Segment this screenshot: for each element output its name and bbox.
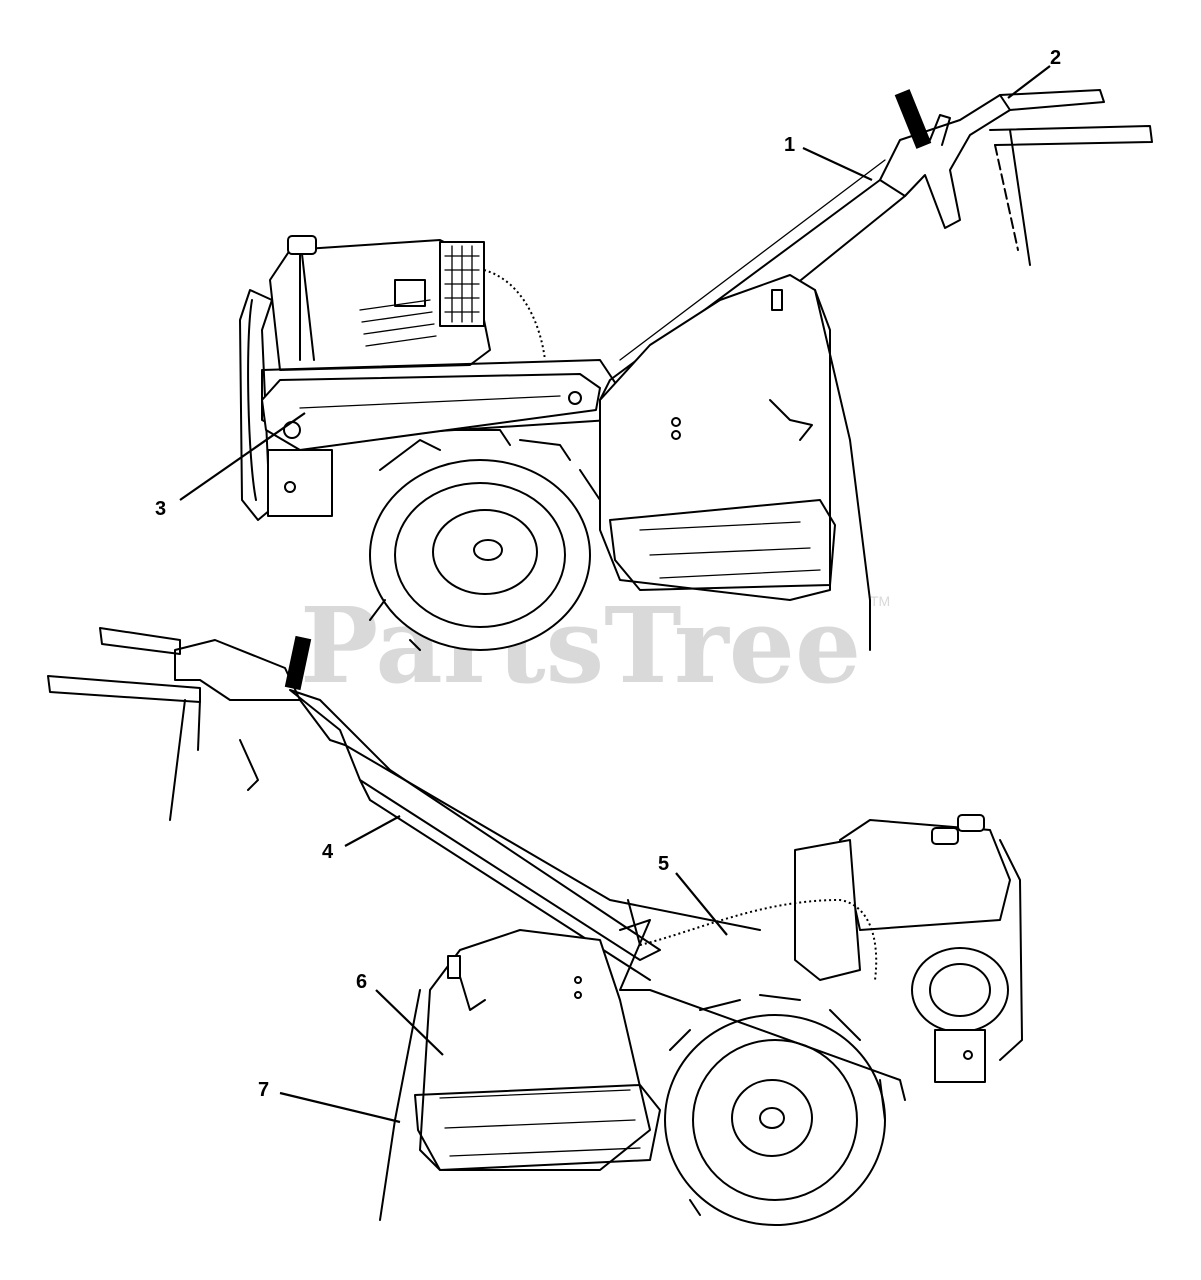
tiller-bottom-view [47,627,1023,1226]
leader-line-3 [179,412,306,501]
carburetor-icon [394,279,426,307]
handle-assembly-bottom [47,627,761,981]
frame-bracket-icon [267,449,333,517]
leader-line-5 [675,872,728,936]
watermark-trademark: TM [870,593,890,609]
fuel-cap-icon [287,235,317,255]
leader-line-6 [375,989,444,1056]
leader-line-4 [344,815,401,847]
leader-line-2 [1007,65,1051,99]
engine-bottom [639,814,1023,1083]
tine-shield-top [599,274,871,651]
callout-label-2: 2 [1050,47,1061,69]
engine-top [269,235,546,371]
leader-line-1 [802,147,873,181]
belt-cover-top [261,373,601,451]
callouts: 1 2 3 4 5 6 7 [155,47,1061,1124]
frame-top [239,289,621,521]
engine-shroud [794,839,861,981]
frame-bracket-icon [934,1029,986,1083]
fuel-cap-icon [931,827,959,845]
callout-label-3: 3 [155,498,166,520]
throttle-grip-icon [284,635,312,691]
tiller-top-view [239,89,1153,651]
leader-line-7 [279,1091,401,1124]
callout-label-7: 7 [258,1079,269,1101]
tine-shield-bottom [379,899,906,1221]
throttle-grip-icon [894,89,932,149]
drive-wheel-bottom [664,994,886,1226]
callout-label-4: 4 [322,841,334,863]
callout-label-5: 5 [658,853,669,875]
callout-label-6: 6 [356,971,367,993]
callout-label-1: 1 [784,134,795,156]
drive-wheel-top [369,429,601,651]
